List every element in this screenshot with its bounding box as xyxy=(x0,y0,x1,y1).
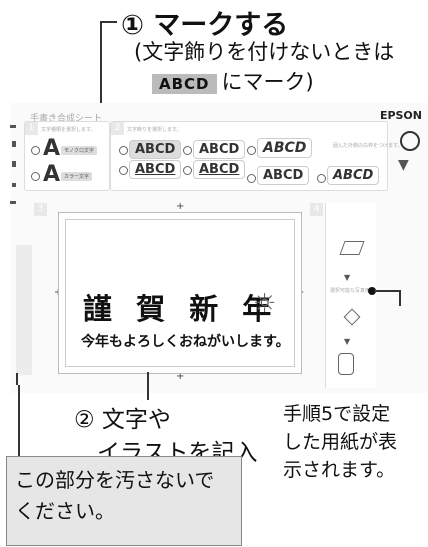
radio-decor-none[interactable] xyxy=(119,146,128,155)
callout-write-1: ② 文字や xyxy=(74,407,171,433)
radio-decor-3[interactable] xyxy=(247,146,256,155)
decor-option-none: ABCD xyxy=(129,140,182,159)
greeting-text: 今年もよろしくおねがいします。 xyxy=(81,334,290,350)
abcd-sample-highlight: ABCD xyxy=(152,74,217,94)
radio-color-text[interactable] xyxy=(31,172,40,181)
drawing-area[interactable]: 謹 賀 新 年 ☼ 今年もよろしくおねがいします。 xyxy=(58,212,302,374)
warning-note-line-1: この部分を汚さないで xyxy=(15,468,215,492)
nengajo-text: 謹 賀 新 年 xyxy=(83,292,279,326)
callout-mark-note-1: (文字飾りを付けないときは xyxy=(134,40,395,64)
radio-decor-4[interactable] xyxy=(119,166,128,175)
callout-mark-title: ① マークする xyxy=(121,10,289,41)
paper-shape-icon xyxy=(343,308,361,326)
sheet-title: 手書き合成シート xyxy=(30,114,103,124)
down-arrow-icon: ▼ xyxy=(398,157,409,173)
radio-decor-5[interactable] xyxy=(183,166,192,175)
scan-icon xyxy=(400,131,420,151)
radio-decor-7[interactable] xyxy=(317,174,326,183)
panel-text-decoration: 2 文字飾りを選択します。 ABCD ABCD ABCD 囲んだ外側の白枠をつけ… xyxy=(110,121,403,191)
sun-icon: ☼ xyxy=(253,289,277,319)
radio-decor-2[interactable] xyxy=(183,146,192,155)
callout-paper-setting: 手順5で設定 した用紙が表 示されます。 xyxy=(283,403,398,481)
radio-decor-6[interactable] xyxy=(247,174,256,183)
paper-setting-panel: ▼ 選択可能な写真用紙 ▼ xyxy=(325,203,376,388)
paper-icon xyxy=(339,241,365,255)
radio-mono-text[interactable] xyxy=(31,146,40,155)
warning-note-line-2: ください。 xyxy=(15,499,115,523)
paper-indicator-dot xyxy=(368,287,376,295)
hand-icon xyxy=(338,353,354,375)
fiducial-strip xyxy=(16,245,32,375)
panel-text-type: 1 文字種類を選択します。 A モノクロ文字 A カラー文字 xyxy=(24,121,110,191)
warning-note-box: この部分を汚さないで ください。 xyxy=(6,456,242,546)
brand-logo: EPSON xyxy=(379,109,422,122)
